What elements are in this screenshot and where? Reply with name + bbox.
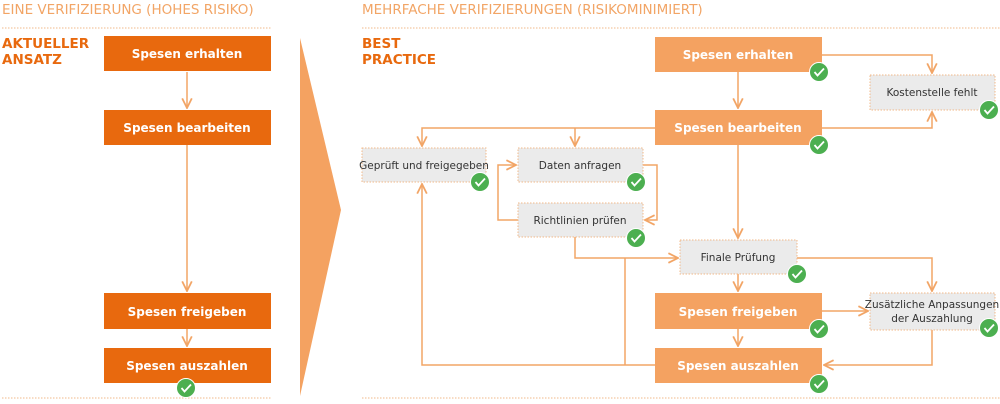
check-step: Kostenstelle fehlt [869,74,996,111]
svg-text:Spesen erhalten: Spesen erhalten [683,48,794,62]
connectors [422,54,932,365]
left-step: Spesen bearbeiten [104,110,271,145]
check-circle-icon [470,172,490,192]
main-step: Spesen bearbeiten [655,110,822,145]
main-step: Spesen auszahlen [655,348,822,383]
check-circle-icon [626,172,646,192]
check-circle-icon [979,100,999,120]
check-step: Daten anfragen [517,147,644,183]
left-step: Spesen auszahlen [104,348,271,383]
check-circle-icon [809,62,829,82]
svg-text:Zusätzliche Anpassungen: Zusätzliche Anpassungen [865,299,999,311]
svg-text:Geprüft und freigegeben: Geprüft und freigegeben [359,160,489,172]
svg-text:Spesen auszahlen: Spesen auszahlen [126,359,248,373]
svg-text:Spesen bearbeiten: Spesen bearbeiten [123,121,250,135]
transition-arrow-shape [300,38,341,396]
main-step: Spesen erhalten [655,37,822,72]
check-step: Richtlinien prüfen [517,202,644,238]
check-circle-icon [809,135,829,155]
check-step: Finale Prüfung [679,239,798,275]
right-side-label: PRACTICE [362,52,436,68]
right-title: MEHRFACHE VERIFIZIERUNGEN (RISIKOMINIMIE… [362,2,703,18]
left-title: EINE VERIFIZIERUNG (HOHES RISIKO) [2,2,254,18]
check-circle-icon [787,264,807,284]
svg-text:Spesen erhalten: Spesen erhalten [132,47,243,61]
svg-text:Spesen bearbeiten: Spesen bearbeiten [674,121,801,135]
check-circle-icon [979,318,999,338]
svg-text:Kostenstelle fehlt: Kostenstelle fehlt [886,87,977,99]
left-side-label: ANSATZ [2,52,62,68]
left-step: Spesen freigeben [104,293,271,329]
svg-text:Spesen freigeben: Spesen freigeben [679,305,798,319]
check-step: Zusätzliche Anpassungen der Auszahlung [865,292,999,331]
right-side-label: BEST [362,36,401,52]
svg-text:Finale Prüfung: Finale Prüfung [701,252,776,264]
svg-text:Spesen auszahlen: Spesen auszahlen [677,359,799,373]
check-circle-icon [809,374,829,394]
check-circle-icon [809,319,829,339]
check-circle-icon [176,378,196,398]
svg-text:Daten anfragen: Daten anfragen [539,160,621,172]
svg-text:Richtlinien prüfen: Richtlinien prüfen [533,215,626,227]
main-step: Spesen freigeben [655,293,822,329]
check-circle-icon [626,228,646,248]
svg-text:Spesen freigeben: Spesen freigeben [128,305,247,319]
left-step: Spesen erhalten [104,36,271,71]
check-step: Geprüft und freigegeben [359,147,489,183]
left-side-label: AKTUELLER [2,36,90,52]
svg-text:der Auszahlung: der Auszahlung [891,313,973,325]
